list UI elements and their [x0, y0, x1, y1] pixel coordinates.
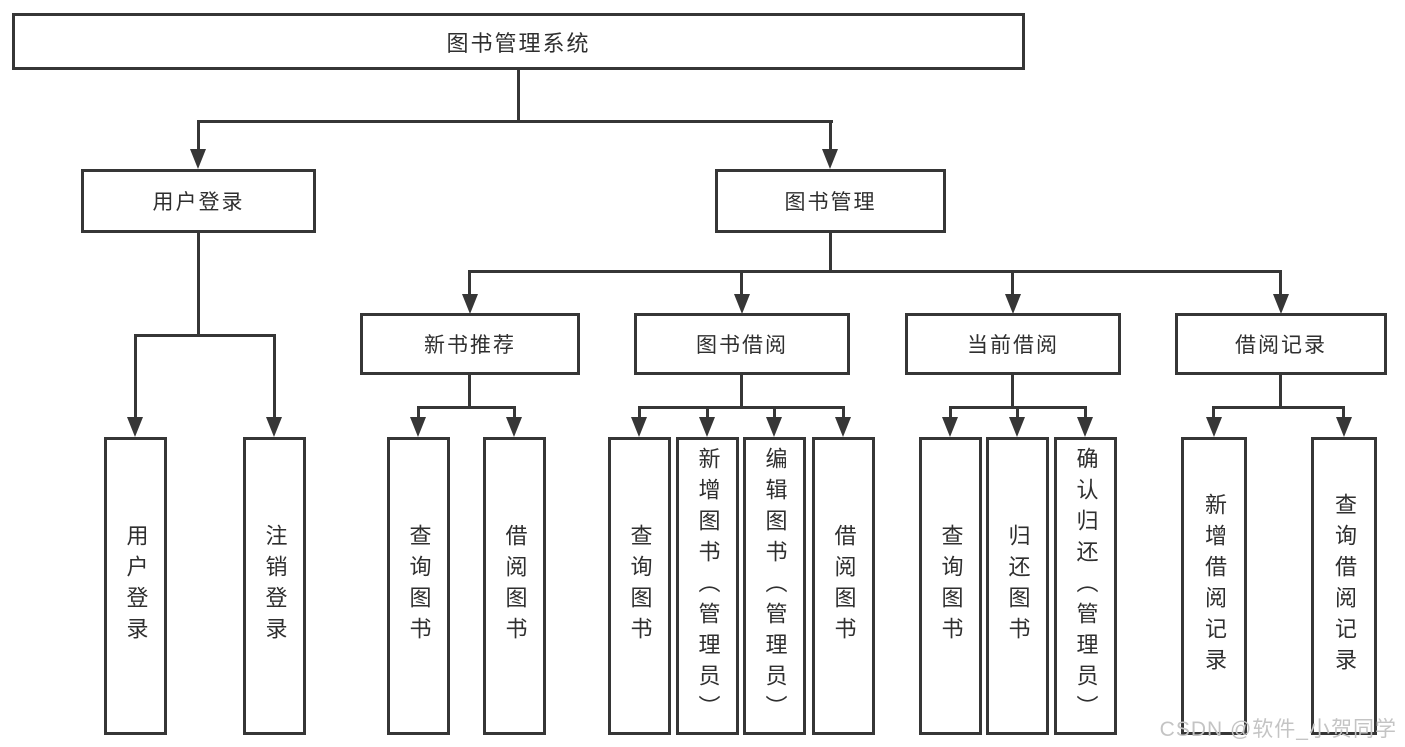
connector-borrow-records-stem: [1279, 373, 1282, 408]
connector-drop-leaf-user-login: [134, 334, 137, 419]
connector-arrowhead: [835, 417, 851, 437]
connector-drop-current-borrow: [1011, 270, 1014, 296]
connector-root-rail: [197, 120, 833, 123]
leaf-query-books-borrow: 查询图书: [608, 437, 671, 735]
connector-arrowhead: [1206, 417, 1222, 437]
leaf-borrow-books-recommend-label: 借阅图书: [502, 524, 528, 648]
connector-drop-user-login: [197, 120, 200, 151]
connector-drop-book-borrow: [740, 270, 743, 296]
leaf-query-books-current: 查询图书: [919, 437, 982, 735]
connector-arrowhead: [127, 417, 143, 437]
connector-arrowhead: [506, 417, 522, 437]
connector-user-login-rail: [134, 334, 276, 337]
connector-arrowhead: [410, 417, 426, 437]
leaf-borrow-books: 借阅图书: [812, 437, 875, 735]
leaf-return-book-label: 归还图书: [1005, 524, 1031, 648]
node-book-management: 图书管理: [715, 169, 946, 233]
connector-drop: [417, 406, 420, 419]
connector-arrowhead: [1005, 294, 1021, 314]
leaf-query-borrow-record: 查询借阅记录: [1311, 437, 1377, 735]
node-current-borrow-label: 当前借阅: [967, 334, 1059, 357]
leaf-query-books-current-label: 查询图书: [938, 524, 964, 648]
node-borrow-records: 借阅记录: [1175, 313, 1387, 375]
leaf-borrow-books-recommend: 借阅图书: [483, 437, 546, 735]
node-user-login: 用户登录: [81, 169, 316, 233]
connector-drop-book-management: [829, 120, 832, 151]
connector-arrowhead: [822, 149, 838, 169]
node-library-system-label: 图书管理系统: [446, 30, 591, 56]
connector-book-borrow-stem: [740, 373, 743, 408]
leaf-query-books-recommend: 查询图书: [387, 437, 450, 735]
connector-arrowhead: [631, 417, 647, 437]
connector-book-management-stem: [829, 231, 832, 272]
leaf-user-login-label: 用户登录: [123, 524, 149, 648]
leaf-add-borrow-record: 新增借阅记录: [1181, 437, 1247, 735]
node-book-borrow-label: 图书借阅: [696, 334, 788, 357]
connector-arrowhead: [699, 417, 715, 437]
connector-arrowhead: [1009, 417, 1025, 437]
node-user-login-label: 用户登录: [152, 191, 245, 214]
connector-book-borrow-rail: [638, 406, 845, 409]
connector-arrowhead: [942, 417, 958, 437]
connector-drop: [842, 406, 845, 419]
connector-root-stem: [517, 68, 520, 123]
leaf-borrow-books-label: 借阅图书: [831, 524, 857, 648]
leaf-add-book-admin-label: 新增图书（管理员）: [695, 446, 721, 726]
node-borrow-records-label: 借阅记录: [1235, 334, 1327, 357]
connector-drop: [706, 406, 709, 419]
connector-drop: [1016, 406, 1019, 419]
connector-drop: [949, 406, 952, 419]
connector-arrowhead: [1273, 294, 1289, 314]
leaf-return-book: 归还图书: [986, 437, 1049, 735]
connector-new-book-rail: [417, 406, 516, 409]
connector-arrowhead: [462, 294, 478, 314]
csdn-watermark: CSDN @软件_小贺同学: [1159, 718, 1397, 741]
connector-current-borrow-stem: [1011, 373, 1014, 408]
connector-borrow-records-rail: [1212, 406, 1345, 409]
connector-drop: [1212, 406, 1215, 419]
leaf-query-books-borrow-label: 查询图书: [627, 524, 653, 648]
connector-arrowhead: [1336, 417, 1352, 437]
leaf-confirm-return-admin-label: 确认归还（管理员）: [1073, 446, 1099, 726]
connector-drop: [513, 406, 516, 419]
leaf-add-borrow-record-label: 新增借阅记录: [1202, 493, 1227, 679]
node-new-book-recommend: 新书推荐: [360, 313, 580, 375]
connector-drop: [638, 406, 641, 419]
leaf-logout: 注销登录: [243, 437, 306, 735]
connector-new-book-stem: [468, 373, 471, 408]
connector-book-management-rail: [468, 270, 1282, 273]
connector-arrowhead: [766, 417, 782, 437]
connector-drop-new-book: [468, 270, 471, 296]
leaf-add-book-admin: 新增图书（管理员）: [676, 437, 739, 735]
leaf-confirm-return-admin: 确认归还（管理员）: [1054, 437, 1117, 735]
node-book-management-label: 图书管理: [784, 191, 877, 214]
connector-drop: [773, 406, 776, 419]
connector-arrowhead: [190, 149, 206, 169]
connector-drop: [1084, 406, 1087, 419]
connector-arrowhead: [1077, 417, 1093, 437]
leaf-query-borrow-record-label: 查询借阅记录: [1332, 493, 1357, 679]
leaf-user-login: 用户登录: [104, 437, 167, 735]
node-book-borrow: 图书借阅: [634, 313, 850, 375]
leaf-query-books-recommend-label: 查询图书: [406, 524, 432, 648]
leaf-edit-book-admin-label: 编辑图书（管理员）: [762, 446, 788, 726]
connector-user-login-stem: [197, 231, 200, 336]
node-library-system: 图书管理系统: [12, 13, 1025, 70]
connector-arrowhead: [266, 417, 282, 437]
leaf-edit-book-admin: 编辑图书（管理员）: [743, 437, 806, 735]
connector-arrowhead: [734, 294, 750, 314]
node-new-book-recommend-label: 新书推荐: [424, 334, 516, 357]
connector-drop: [1342, 406, 1345, 419]
connector-drop-borrow-records: [1279, 270, 1282, 296]
node-current-borrow: 当前借阅: [905, 313, 1121, 375]
connector-drop-leaf-logout: [273, 334, 276, 419]
leaf-logout-label: 注销登录: [262, 524, 288, 648]
